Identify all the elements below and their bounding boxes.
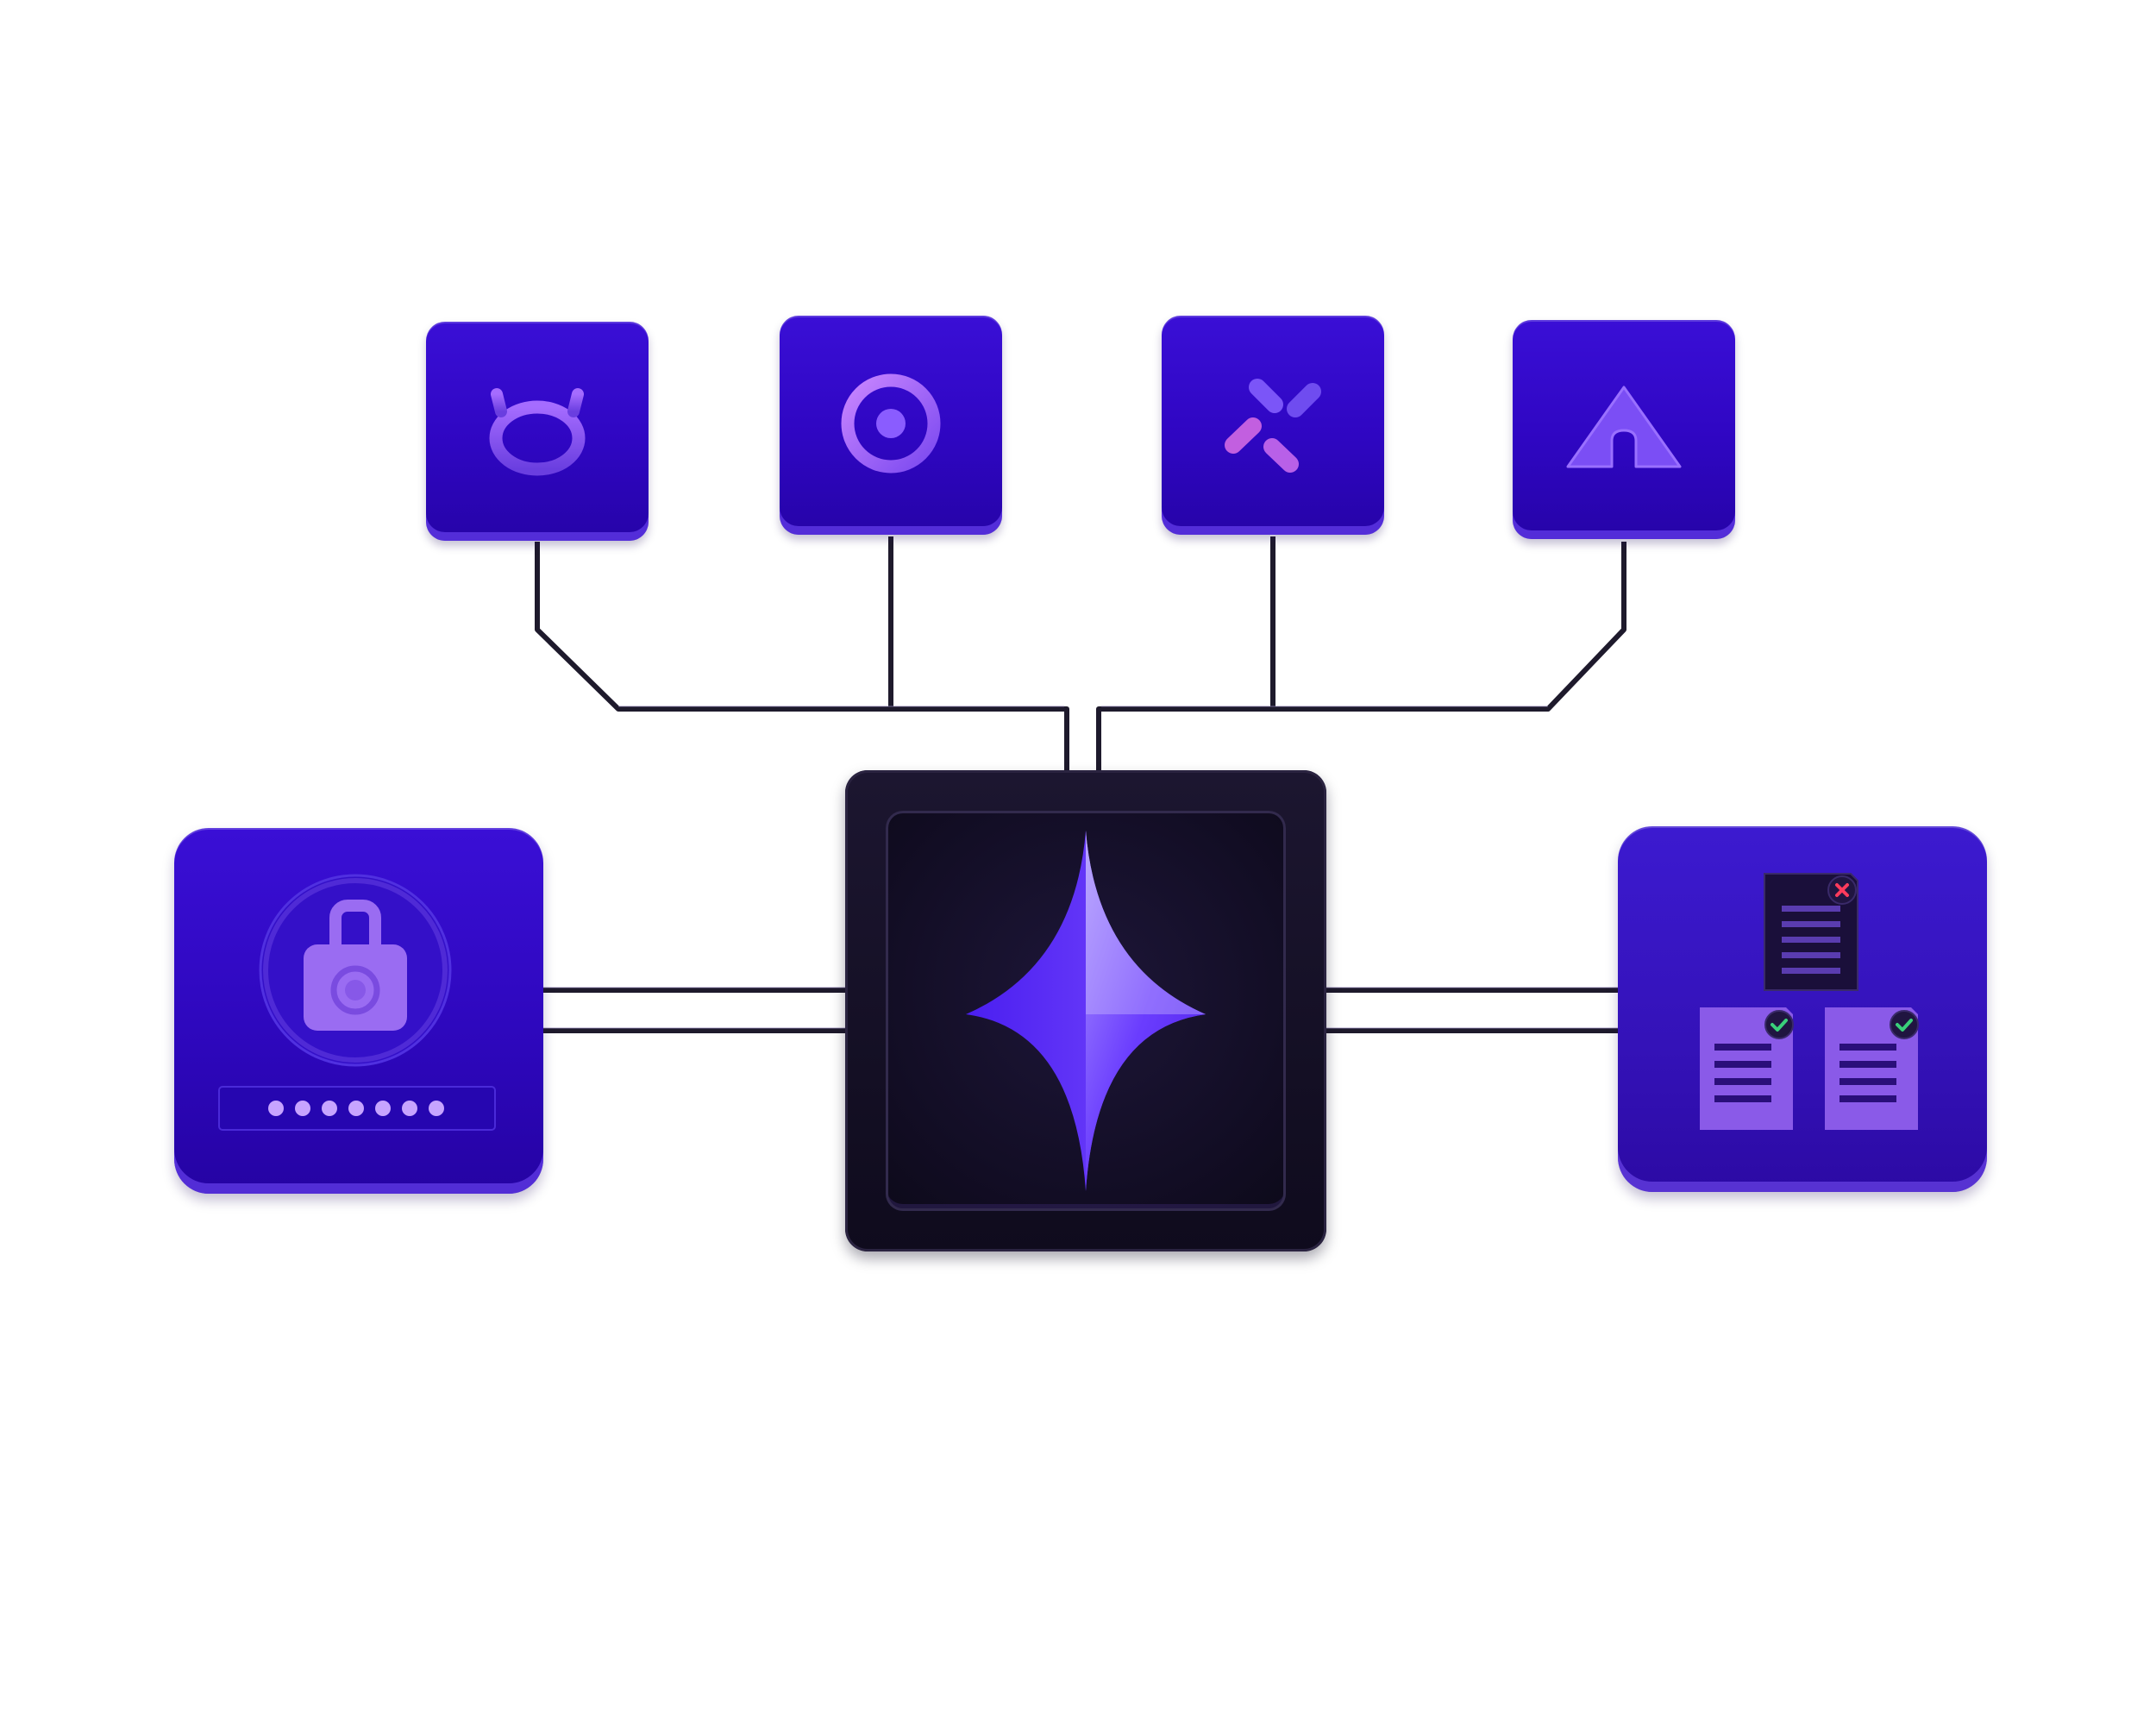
check-icon	[1764, 1010, 1794, 1039]
integration-tile-2[interactable]	[780, 316, 1002, 535]
password-lock-panel[interactable]	[174, 828, 543, 1194]
wire-tile-1	[535, 542, 1069, 772]
integration-tile-4[interactable]	[1513, 320, 1735, 539]
cross-pills-icon	[1225, 379, 1321, 473]
triangle-arch-icon	[1566, 386, 1682, 468]
sparkle-star-icon	[966, 831, 1206, 1191]
padlock-icon	[304, 900, 407, 1031]
document-icon	[1700, 1007, 1793, 1130]
ring-with-ears-icon	[489, 388, 586, 476]
integration-tile-1[interactable]	[426, 322, 649, 541]
documents-panel[interactable]	[1618, 826, 1987, 1192]
central-hub[interactable]	[845, 770, 1326, 1251]
integration-tile-3[interactable]	[1162, 316, 1384, 535]
password-dots	[268, 1101, 444, 1116]
document-icon	[1825, 1007, 1918, 1130]
target-ring-icon	[841, 373, 941, 474]
error-x-icon	[1827, 875, 1857, 905]
check-icon	[1890, 1010, 1919, 1039]
document-icon	[1764, 873, 1858, 991]
wire-tile-4	[1096, 542, 1626, 772]
